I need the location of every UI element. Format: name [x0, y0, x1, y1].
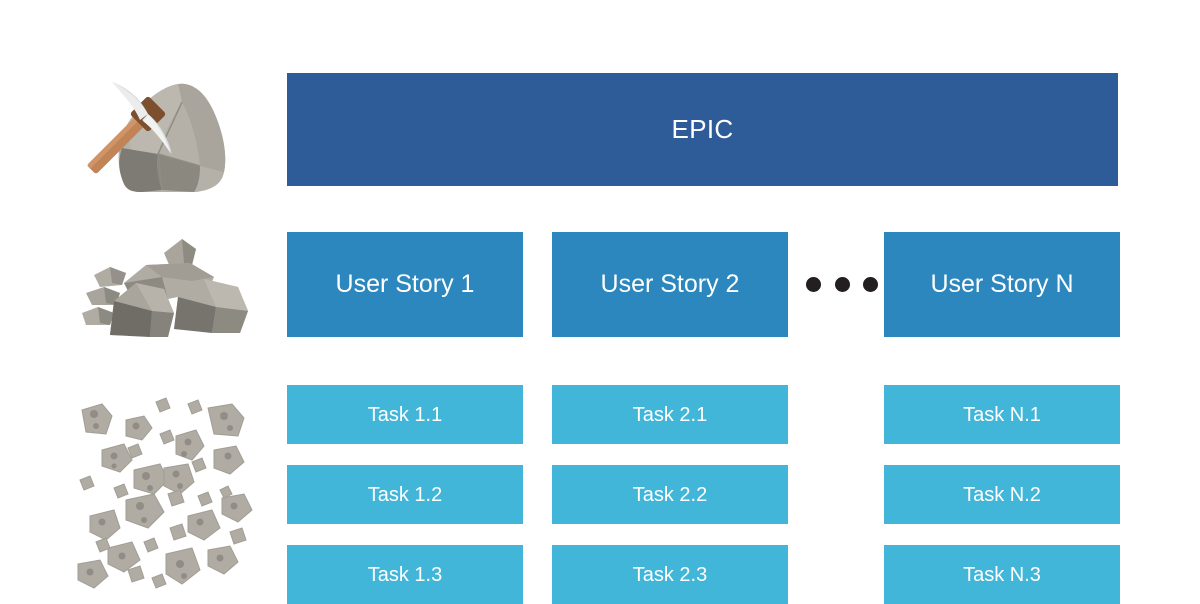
task-box[interactable]: Task 2.3 — [552, 545, 788, 604]
task-box[interactable]: Task N.1 — [884, 385, 1120, 444]
task-box[interactable]: Task 1.2 — [287, 465, 523, 524]
task-label: Task 1.2 — [367, 483, 443, 506]
user-story-label: User Story N — [930, 269, 1074, 298]
rock-pile-icon — [72, 225, 258, 345]
task-label: Task 2.2 — [632, 483, 708, 506]
task-label: Task N.3 — [963, 563, 1041, 586]
task-box[interactable]: Task N.2 — [884, 465, 1120, 524]
task-label: Task 2.3 — [632, 563, 708, 586]
user-story-box-1[interactable]: User Story 1 — [287, 232, 523, 337]
task-box[interactable]: Task 1.1 — [287, 385, 523, 444]
user-story-box-n[interactable]: User Story N — [884, 232, 1120, 337]
epic-box[interactable]: EPIC — [287, 73, 1118, 186]
task-label: Task 1.1 — [367, 403, 443, 426]
epic-label: EPIC — [671, 114, 734, 145]
ellipsis-dot — [834, 276, 850, 292]
task-box[interactable]: Task 1.3 — [287, 545, 523, 604]
boulder-with-pickaxe-icon — [72, 62, 258, 198]
task-label: Task N.2 — [963, 483, 1041, 506]
task-box[interactable]: Task N.3 — [884, 545, 1120, 604]
gravel-icon — [72, 382, 258, 600]
user-story-label: User Story 2 — [600, 269, 740, 298]
user-story-box-2[interactable]: User Story 2 — [552, 232, 788, 337]
task-label: Task 2.1 — [632, 403, 708, 426]
user-story-ellipsis — [806, 276, 878, 292]
ellipsis-dot — [806, 276, 821, 292]
task-box[interactable]: Task 2.1 — [552, 385, 788, 444]
task-label: Task 1.3 — [367, 563, 443, 586]
user-story-label: User Story 1 — [335, 269, 475, 298]
task-box[interactable]: Task 2.2 — [552, 465, 788, 524]
task-label: Task N.1 — [963, 403, 1041, 426]
ellipsis-dot — [863, 276, 878, 292]
